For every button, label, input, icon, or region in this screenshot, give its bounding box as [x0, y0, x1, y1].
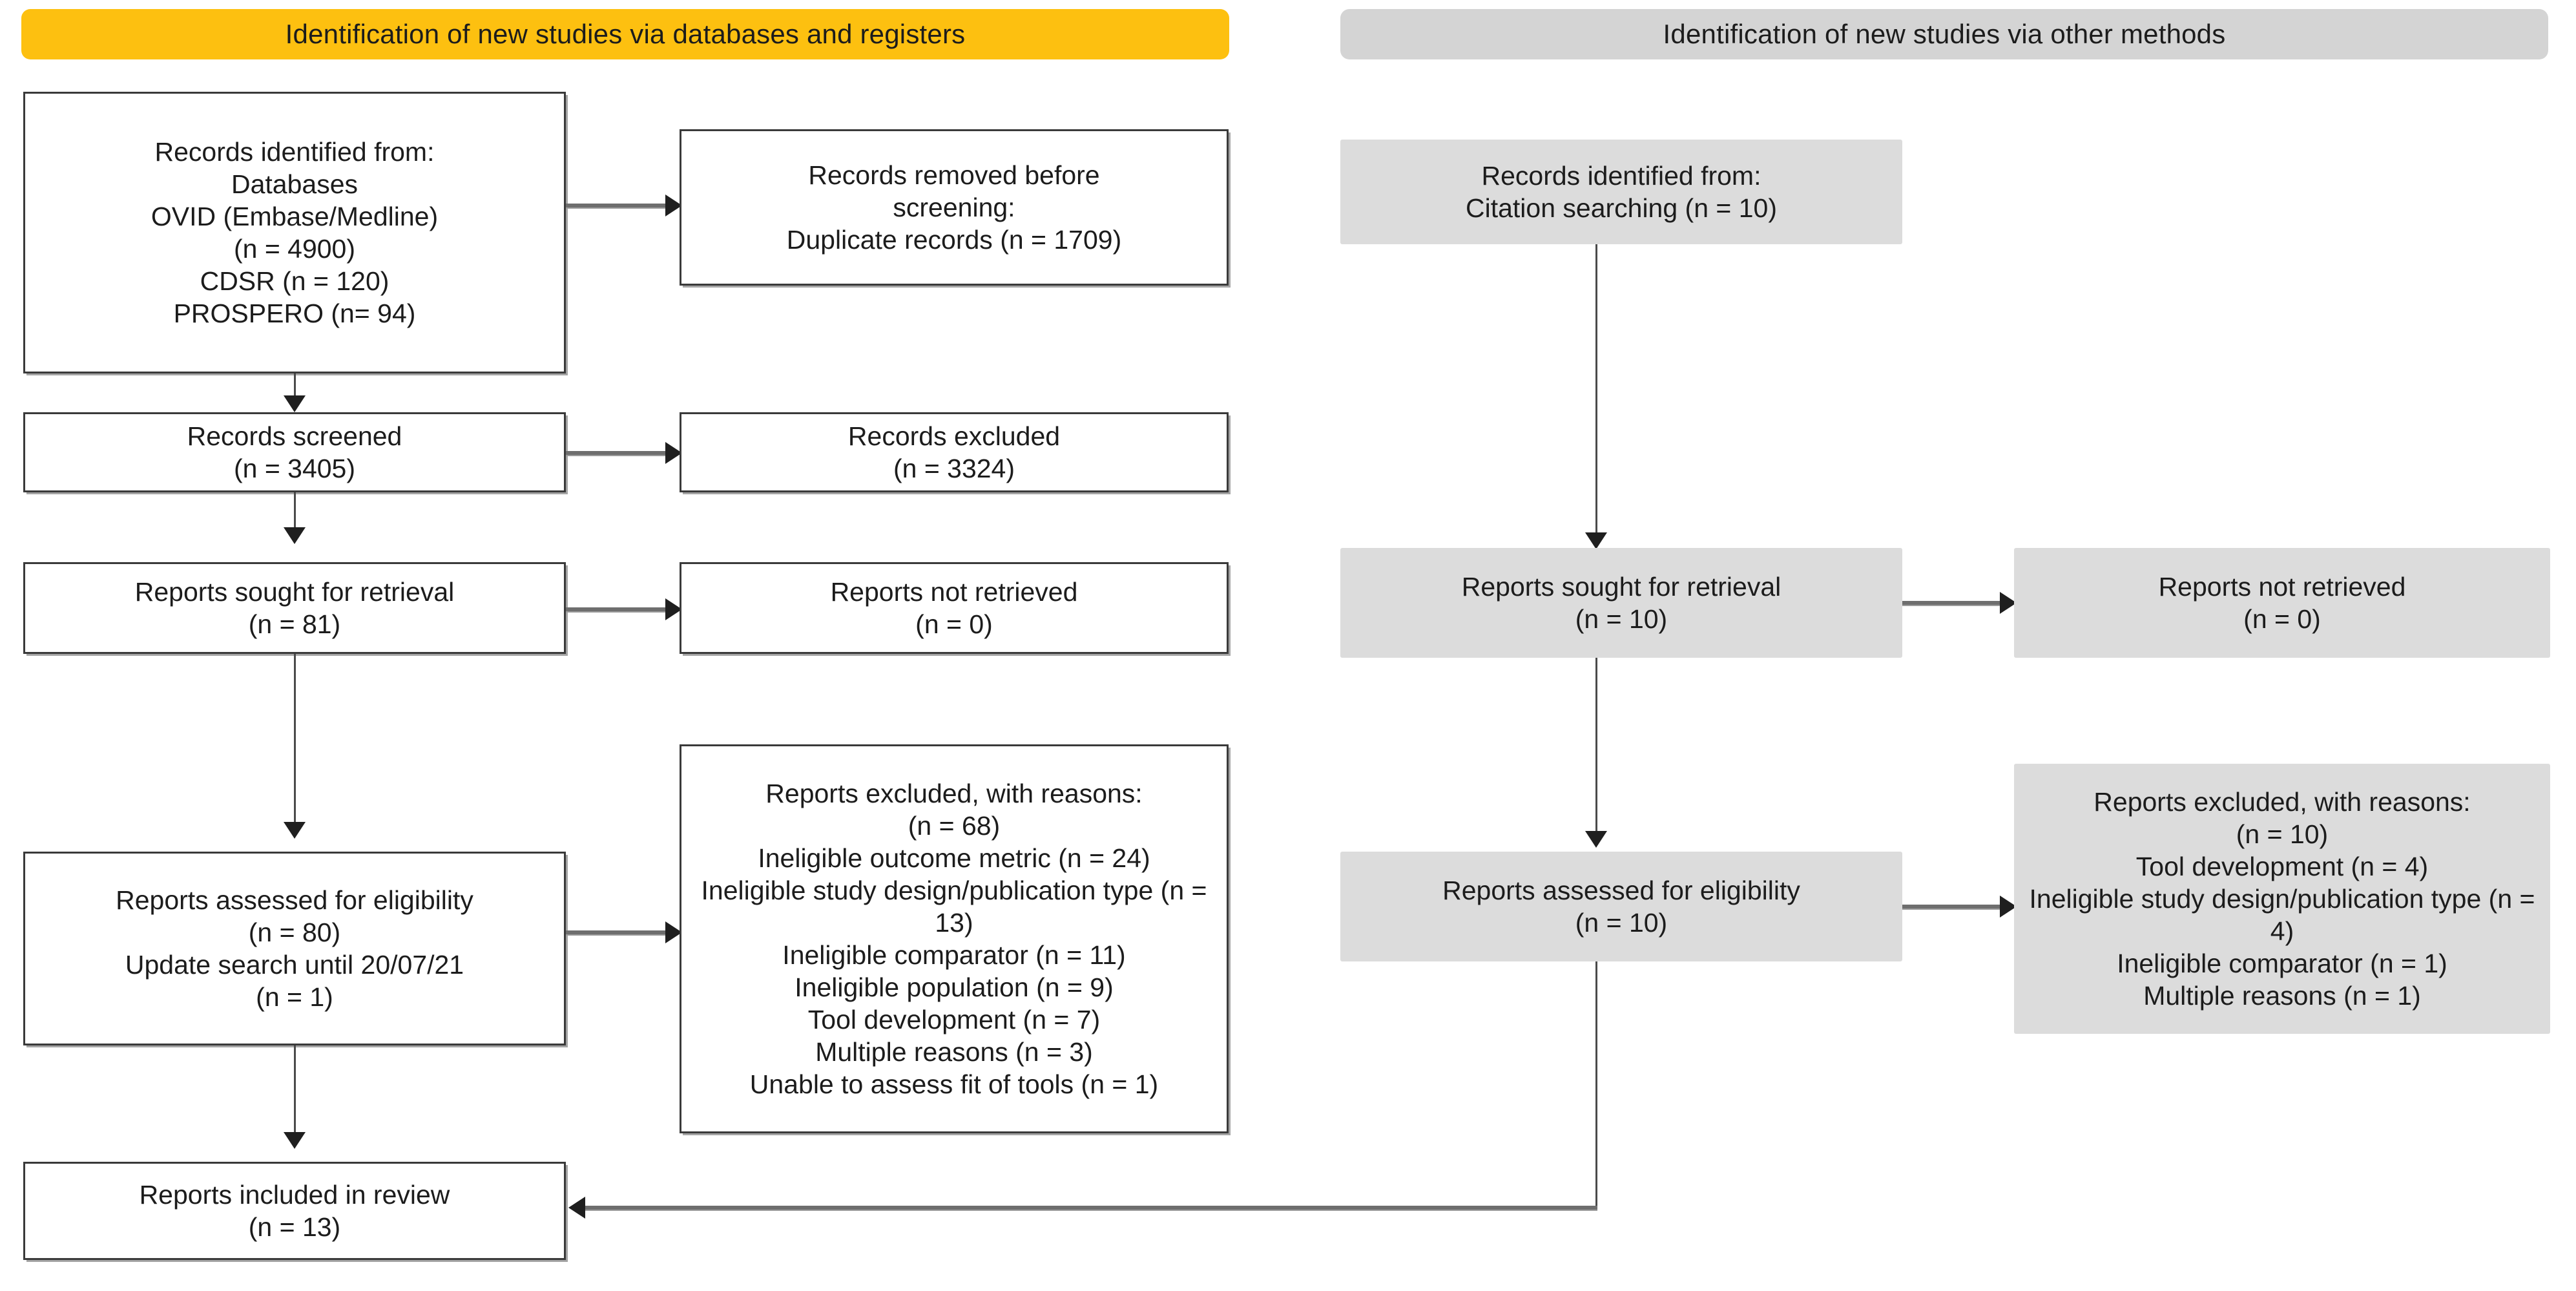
reports-sought-other-line-0: Reports sought for retrieval [1461, 571, 1781, 602]
reports-assessed-other-line-0: Reports assessed for eligibility [1442, 875, 1800, 905]
records-identified-line-3: (n = 4900) [233, 234, 356, 264]
reports-excluded-other-line-3: Ineligible study design/publication type… [2029, 883, 2535, 946]
connector-sought-to-not-retrieved [566, 607, 676, 611]
records-identified-line-0: Records identified from: [154, 136, 435, 167]
reports-included-line-0: Reports included in review [139, 1179, 450, 1210]
reports-excluded-line-6: Tool development (n = 7) [807, 1005, 1101, 1035]
reports-excluded-other-line-1: (n = 10) [2236, 819, 2329, 849]
box-records-screened: Records screened (n = 3405) [23, 412, 566, 492]
box-reports-excluded-with-reasons-other-methods: Reports excluded, with reasons: (n = 10)… [2014, 764, 2550, 1034]
records-removed-line-0: Records removed before [808, 160, 1100, 190]
arrow-other-identified-to-sought-icon [1585, 532, 1607, 549]
box-reports-excluded-with-reasons-databases: Reports excluded, with reasons: (n = 68)… [680, 744, 1229, 1133]
reports-included-line-1: (n = 13) [248, 1212, 341, 1242]
connector-other-sought-to-not-retrieved [1902, 601, 2010, 605]
records-removed-line-2: Duplicate records (n = 1709) [786, 225, 1122, 255]
box-records-identified-databases: Records identified from: Databases OVID … [23, 92, 566, 373]
connector-other-identified-to-sought [1595, 244, 1597, 547]
arrow-other-sought-to-not-retrieved-icon [2000, 592, 2017, 614]
box-records-excluded: Records excluded (n = 3324) [680, 412, 1229, 492]
reports-not-retrieved-other-line-1: (n = 0) [2243, 604, 2321, 634]
records-excluded-line-0: Records excluded [847, 421, 1061, 451]
box-records-identified-other-methods: Records identified from: Citation search… [1340, 140, 1902, 244]
box-records-removed-before-screening: Records removed before screening: Duplic… [680, 129, 1229, 286]
arrow-assessed-to-reports-excluded-icon [665, 921, 682, 943]
box-reports-sought-other-methods: Reports sought for retrieval (n = 10) [1340, 548, 1902, 658]
connector-screened-to-excluded [566, 451, 676, 455]
connector-sought-to-assessed [294, 654, 296, 836]
column-header-databases-label: Identification of new studies via databa… [285, 19, 966, 49]
records-identified-other-line-0: Records identified from: [1481, 160, 1761, 191]
arrow-identified-to-removed-icon [665, 194, 682, 216]
arrow-screened-to-excluded-icon [665, 442, 682, 464]
records-identified-line-2: OVID (Embase/Medline) [151, 201, 439, 231]
records-identified-line-1: Databases [231, 169, 358, 199]
records-removed-line-1: screening: [893, 192, 1015, 222]
column-header-other-methods: Identification of new studies via other … [1340, 9, 2548, 59]
reports-assessed-line-2: Update search until 20/07/21 [125, 950, 464, 980]
reports-excluded-line-2: Ineligible outcome metric (n = 24) [758, 843, 1150, 873]
reports-assessed-other-line-1: (n = 10) [1575, 908, 1668, 938]
box-reports-assessed-other-methods: Reports assessed for eligibility (n = 10… [1340, 852, 1902, 961]
reports-excluded-other-line-0: Reports excluded, with reasons: [2093, 786, 2471, 817]
reports-not-retrieved-line-1: (n = 0) [915, 609, 993, 639]
reports-assessed-line-3: (n = 1) [256, 982, 333, 1013]
records-screened-line-1: (n = 3405) [233, 454, 356, 483]
reports-sought-line-1: (n = 81) [248, 609, 341, 639]
reports-excluded-line-3: Ineligible study design/publication type… [701, 875, 1207, 938]
reports-excluded-line-7: Multiple reasons (n = 3) [815, 1037, 1093, 1067]
connector-other-assessed-to-included-horizontal [585, 1206, 1597, 1210]
reports-excluded-line-0: Reports excluded, with reasons: [765, 778, 1143, 808]
arrow-assessed-to-included-icon [284, 1132, 306, 1149]
connector-assessed-to-reports-excluded [566, 930, 676, 934]
connector-assessed-to-included [294, 1045, 296, 1142]
reports-excluded-other-line-5: Multiple reasons (n = 1) [2143, 981, 2421, 1011]
arrow-screened-to-sought-icon [284, 527, 306, 544]
box-reports-included-in-review: Reports included in review (n = 13) [23, 1162, 566, 1260]
box-reports-assessed-databases: Reports assessed for eligibility (n = 80… [23, 852, 566, 1045]
reports-sought-other-line-1: (n = 10) [1575, 604, 1668, 634]
reports-not-retrieved-other-line-0: Reports not retrieved [2158, 571, 2406, 602]
arrow-other-assessed-to-included-icon [568, 1197, 585, 1219]
box-reports-sought-databases: Reports sought for retrieval (n = 81) [23, 562, 566, 654]
reports-excluded-line-1: (n = 68) [908, 810, 1001, 841]
reports-not-retrieved-line-0: Reports not retrieved [830, 576, 1078, 607]
reports-excluded-other-line-4: Ineligible comparator (n = 1) [2117, 949, 2447, 979]
records-identified-line-5: PROSPERO (n= 94) [173, 299, 416, 329]
arrow-sought-to-not-retrieved-icon [665, 598, 682, 620]
connector-other-sought-to-assessed [1595, 658, 1597, 845]
connector-other-assessed-to-included-vertical [1595, 961, 1597, 1208]
column-header-other-methods-label: Identification of new studies via other … [1663, 19, 2226, 49]
records-identified-line-4: CDSR (n = 120) [200, 266, 390, 297]
connector-screened-to-sought [294, 492, 296, 541]
reports-excluded-line-5: Ineligible population (n = 9) [795, 972, 1114, 1003]
connector-other-assessed-to-reports-excluded [1902, 905, 2010, 908]
records-excluded-line-1: (n = 3324) [893, 454, 1015, 483]
arrow-other-assessed-to-reports-excluded-icon [2000, 896, 2017, 918]
connector-identified-to-screened [294, 373, 296, 410]
reports-assessed-line-1: (n = 80) [248, 917, 341, 947]
box-reports-not-retrieved-databases: Reports not retrieved (n = 0) [680, 562, 1229, 654]
reports-sought-line-0: Reports sought for retrieval [134, 576, 455, 607]
connector-identified-to-removed [566, 204, 676, 207]
records-screened-line-0: Records screened [187, 421, 402, 451]
box-reports-not-retrieved-other-methods: Reports not retrieved (n = 0) [2014, 548, 2550, 658]
reports-excluded-line-4: Ineligible comparator (n = 11) [782, 940, 1126, 970]
arrow-other-sought-to-assessed-icon [1585, 831, 1607, 848]
reports-assessed-line-0: Reports assessed for eligibility [116, 885, 473, 915]
arrow-sought-to-assessed-icon [284, 822, 306, 839]
arrow-identified-to-screened-icon [284, 395, 306, 412]
reports-excluded-other-line-2: Tool development (n = 4) [2135, 851, 2429, 881]
reports-excluded-line-8: Unable to assess fit of tools (n = 1) [749, 1069, 1159, 1100]
column-header-databases: Identification of new studies via databa… [21, 9, 1229, 59]
records-identified-other-line-1: Citation searching (n = 10) [1465, 193, 1777, 223]
